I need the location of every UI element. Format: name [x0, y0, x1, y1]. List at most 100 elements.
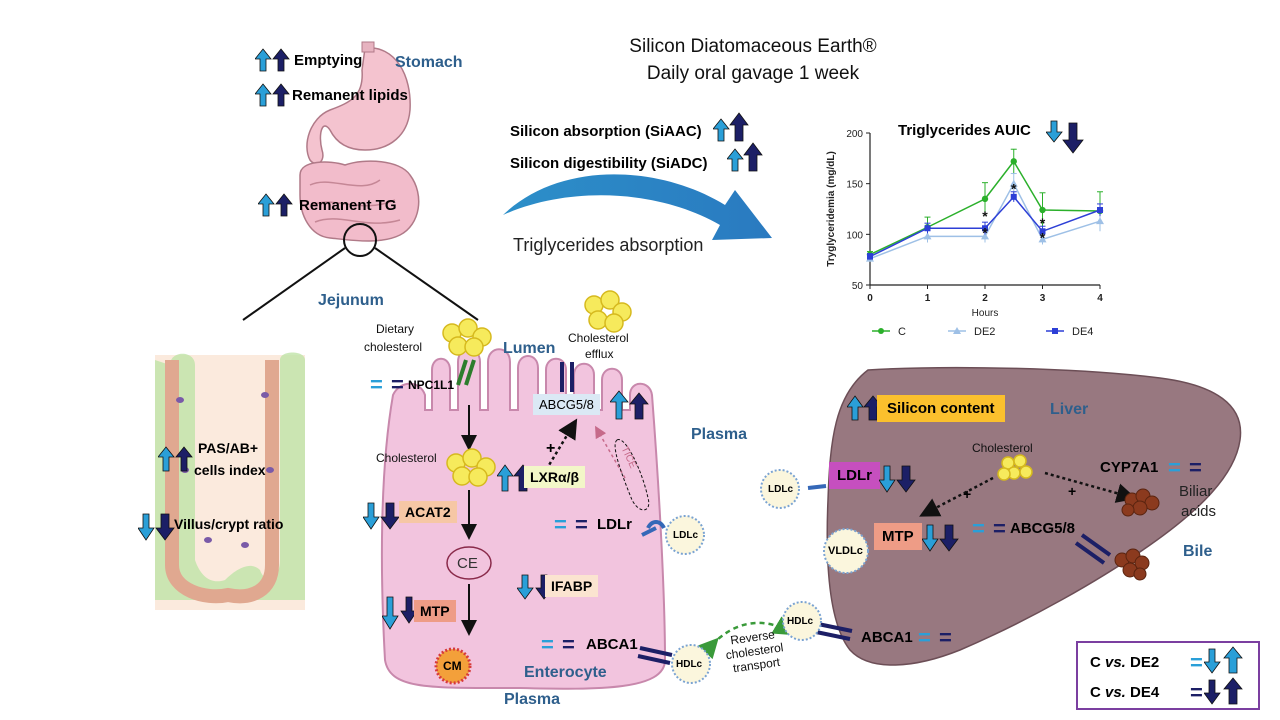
remanent-lipids-up-arrows-icon — [255, 83, 290, 107]
acat2-down-arrows-icon — [363, 502, 400, 530]
npc1l1-equal-icon: = = — [370, 372, 405, 397]
abcg58-liver-equal-icon: = = — [972, 516, 1007, 541]
data-point — [1097, 207, 1103, 214]
cholesterol-efflux-label-1: Cholesterol — [568, 331, 629, 345]
comparison-legend-box: C vs. DE2 = C vs. DE4 = — [1076, 641, 1260, 710]
data-point — [1010, 158, 1017, 165]
pas-up-arrows-icon — [158, 446, 193, 472]
significance-star: * — [1040, 229, 1046, 245]
triglycerides-absorption-label: Triglycerides absorption — [513, 235, 704, 255]
mtp-liver-down-arrows-icon — [922, 524, 959, 552]
liver-cholesterol-label: Cholesterol — [972, 441, 1033, 455]
npc1l1-label: NPC1L1 — [408, 378, 455, 392]
y-tick-label: 100 — [846, 230, 863, 241]
abcg58-enterocyte-badge: ABCG5/8 — [533, 394, 600, 415]
plasma-bottom-label: Plasma — [504, 691, 561, 708]
y-axis-label: Tryglyceridemia (mg/dL) — [826, 151, 837, 267]
ldlr-liver-down-arrows-icon — [879, 465, 916, 493]
legend-row-2-label: C vs. DE4 — [1090, 684, 1159, 701]
x-tick-label: 2 — [982, 293, 988, 304]
remanent-tg-label: Remanent TG — [299, 197, 397, 214]
x-axis-label: Hours — [972, 308, 999, 319]
legend-row-1-text: C vs. DE2 — [1090, 654, 1160, 671]
siadc-up-arrows-icon — [727, 142, 763, 172]
cyp7a1-equal-icon: = = — [1168, 455, 1203, 480]
abca1-liver-equal-icon: = = — [918, 625, 953, 650]
y-tick-label: 50 — [852, 281, 864, 292]
data-point — [1009, 179, 1018, 187]
mtp-enterocyte-down-arrows-icon — [382, 596, 418, 630]
mtp-liver-badge: MTP — [874, 523, 922, 550]
emptying-up-arrows-icon — [255, 48, 290, 72]
significance-star: * — [982, 208, 988, 224]
significance-star: * — [1040, 215, 1046, 231]
ldlc-enterocyte-label: LDLc — [673, 530, 698, 541]
abca1-enterocyte-label: ABCA1 — [586, 636, 638, 653]
significance-star: * — [982, 224, 988, 240]
legend-marker — [878, 328, 884, 334]
auic-down-arrows-icon — [1046, 120, 1084, 154]
liver-shape — [826, 366, 1242, 666]
remanent-tg-up-arrows-icon — [258, 193, 293, 217]
lxr-plus-sign: + — [546, 440, 556, 457]
bile-label: Bile — [1183, 543, 1213, 560]
emptying-label: Emptying — [294, 52, 363, 69]
cholesterol-efflux-label-2: efflux — [585, 347, 614, 361]
data-point — [1039, 206, 1046, 214]
dietary-label: Dietary — [376, 322, 415, 336]
stomach-illustration — [242, 41, 479, 321]
liver-label: Liver — [1050, 401, 1089, 418]
lxr-badge: LXRα/β — [524, 466, 586, 488]
lumen-label: Lumen — [503, 340, 556, 357]
dietary-cholesterol-label: cholesterol — [364, 340, 423, 354]
villus-illustration — [155, 352, 305, 610]
data-point — [982, 225, 988, 232]
siaac-up-arrows-icon — [713, 112, 749, 142]
data-point — [923, 232, 932, 240]
y-tick-label: 150 — [846, 180, 863, 191]
legend-row-1-equal: = — [1190, 650, 1204, 675]
legend-label-de4: DE4 — [1072, 326, 1093, 338]
abca1-liver-label: ABCA1 — [861, 629, 913, 646]
ce-label: CE — [457, 555, 478, 572]
series-line-c — [869, 160, 1101, 256]
title-line-1: Silicon Diatomaceous Earth® — [629, 36, 877, 57]
series-line-de4 — [869, 195, 1101, 258]
biliar-label-2: acids — [1181, 503, 1217, 520]
title-line-2: Daily oral gavage 1 week — [646, 63, 860, 84]
legend-label-de2: DE2 — [974, 326, 995, 338]
data-point — [867, 253, 873, 260]
hdlc-liver-label: HDLc — [787, 616, 814, 627]
stomach-label: Stomach — [395, 54, 463, 71]
hdlc-plasma-label: HDLc — [676, 659, 703, 670]
triglycerides-absorption-arrow — [503, 174, 772, 240]
acat2-badge: ACAT2 — [399, 501, 457, 523]
mtp-enterocyte-badge: MTP — [414, 600, 456, 622]
vldlc-label: VLDLc — [828, 545, 863, 557]
legend-row-2-text: C vs. DE4 — [1090, 684, 1160, 701]
abca1-enterocyte-equal-icon: = = — [541, 632, 576, 657]
x-tick-label: 1 — [925, 293, 931, 304]
biliar-label-1: Biliar — [1179, 483, 1213, 500]
siadc-label: Silicon digestibility (SiADC) — [510, 155, 708, 172]
x-tick-label: 0 — [867, 293, 873, 304]
data-point — [1039, 228, 1046, 235]
legend-label-c: C — [898, 326, 906, 338]
abcg58-up-arrows-icon — [610, 390, 649, 420]
pas-label: PAS/AB+ — [198, 440, 259, 456]
chart-title: Triglycerides AUIC — [898, 122, 1031, 139]
data-point — [1010, 193, 1017, 200]
legend-row-2-equal: = — [1190, 680, 1204, 705]
enterocyte-label: Enterocyte — [524, 664, 607, 681]
x-tick-label: 3 — [1040, 293, 1046, 304]
cyp7a1-label: CYP7A1 — [1100, 459, 1159, 476]
ifabp-badge: IFABP — [545, 575, 599, 597]
enterocyte-cholesterol-label: Cholesterol — [376, 451, 437, 465]
legend-row-1-arrows-icon — [1204, 646, 1243, 674]
plasma-label: Plasma — [691, 426, 748, 443]
ldlr-liver-badge: LDLr — [829, 462, 880, 489]
data-point — [981, 232, 989, 240]
ldlr-enterocyte-label: LDLr — [597, 516, 632, 533]
